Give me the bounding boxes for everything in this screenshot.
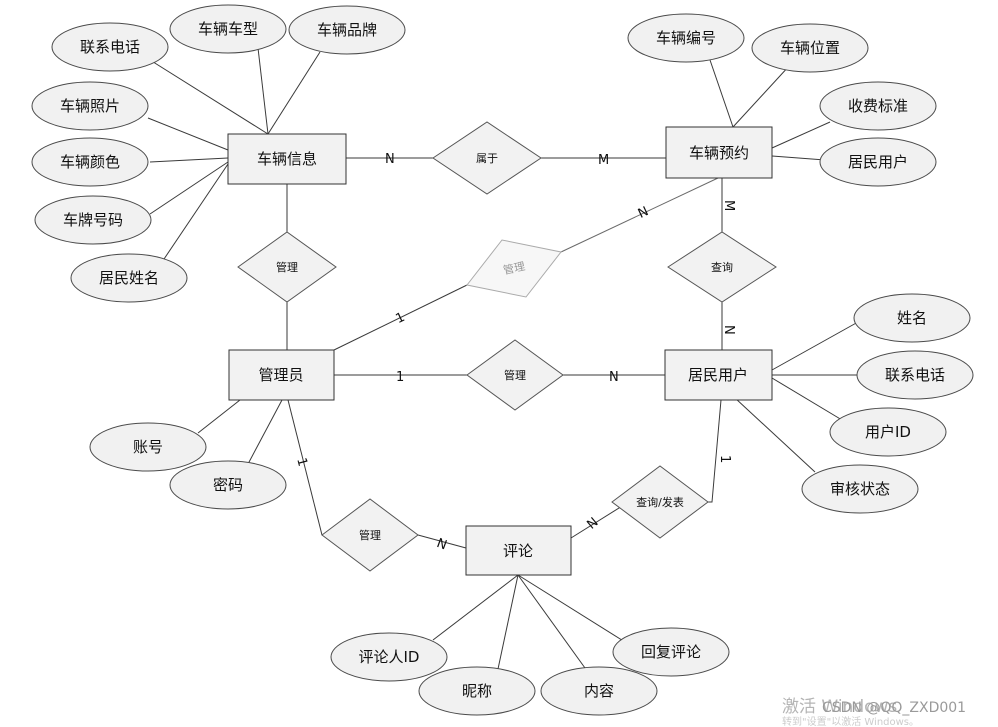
svg-text:密码: 密码 <box>213 476 243 494</box>
svg-text:内容: 内容 <box>584 682 614 700</box>
svg-text:居民姓名: 居民姓名 <box>99 269 159 287</box>
svg-text:联系电话: 联系电话 <box>80 38 140 56</box>
relationship-label: 管理 <box>504 368 526 382</box>
relationship-manage-vehicle[interactable]: 管理 <box>237 231 337 303</box>
attribute-reply-comment: 回复评论 <box>612 627 730 677</box>
entity-label: 评论 <box>503 542 533 560</box>
svg-text:姓名: 姓名 <box>897 309 927 327</box>
relationship-label: 属于 <box>476 152 498 165</box>
svg-text:车辆车型: 车辆车型 <box>198 20 258 38</box>
relationship-label: 管理 <box>359 528 381 542</box>
relationship-manage-comment[interactable]: 管理 <box>321 498 419 572</box>
relationship-query-publish[interactable]: 查询/发表 <box>611 465 709 539</box>
relationship-label: 查询/发表 <box>636 495 684 509</box>
attribute-nickname: 昵称 <box>418 666 536 716</box>
svg-text:车辆颜色: 车辆颜色 <box>60 153 120 171</box>
entity-vehicle-booking[interactable]: 车辆预约 <box>665 126 773 179</box>
cardinality-label: 1 <box>393 310 407 327</box>
svg-text:车牌号码: 车牌号码 <box>63 211 123 229</box>
attribute-resident-name: 居民姓名 <box>70 253 188 303</box>
cardinality-label: N <box>385 152 395 167</box>
svg-text:车辆编号: 车辆编号 <box>656 29 716 47</box>
cardinality-label: M <box>721 200 736 211</box>
entity-resident[interactable]: 居民用户 <box>664 349 773 401</box>
cardinality-label: N <box>609 370 619 385</box>
attribute-vehicle-photo: 车辆照片 <box>31 81 149 131</box>
cardinality-label: N <box>636 204 651 222</box>
svg-text:账号: 账号 <box>133 438 163 456</box>
attribute-name: 姓名 <box>853 293 971 343</box>
svg-text:用户ID: 用户ID <box>865 423 911 441</box>
activation-hint: 转到"设置"以激活 Windows。 <box>782 715 919 727</box>
attribute-vehicle-phone: 联系电话 <box>51 22 169 72</box>
svg-text:评论人ID: 评论人ID <box>359 648 420 666</box>
relationship-query-booking[interactable]: 查询 <box>667 231 777 303</box>
attribute-booking-resident: 居民用户 <box>819 137 937 187</box>
attribute-plate-number: 车牌号码 <box>34 195 152 245</box>
entity-label: 车辆信息 <box>257 150 317 168</box>
cardinality-label: N <box>721 325 736 335</box>
relationship-belongs-to[interactable]: 属于 <box>432 121 542 195</box>
entity-comment[interactable]: 评论 <box>465 525 572 576</box>
svg-text:审核状态: 审核状态 <box>830 480 890 498</box>
attribute-content: 内容 <box>540 666 658 716</box>
attribute-vehicle-model: 车辆车型 <box>169 4 287 54</box>
attribute-password: 密码 <box>169 460 287 510</box>
attribute-review-status: 审核状态 <box>801 464 919 514</box>
entity-label: 车辆预约 <box>689 144 749 162</box>
connector-lines <box>147 47 860 670</box>
entity-vehicle-info[interactable]: 车辆信息 <box>227 133 347 185</box>
svg-text:回复评论: 回复评论 <box>641 643 701 661</box>
cardinality-label: 1 <box>293 456 310 468</box>
relationship-manage-resident[interactable]: 管理 <box>466 339 564 411</box>
attribute-vehicle-id: 车辆编号 <box>627 13 745 63</box>
attribute-account: 账号 <box>89 422 207 472</box>
svg-text:居民用户: 居民用户 <box>848 153 908 171</box>
svg-text:昵称: 昵称 <box>462 682 492 700</box>
relationship-label: 查询 <box>711 260 733 274</box>
relationship-manage-booking[interactable]: 管理 <box>466 239 562 298</box>
watermark: 激活 Windows CSDN @QQ_ZXD001 转到"设置"以激活 Win… <box>782 697 966 727</box>
svg-text:车辆品牌: 车辆品牌 <box>317 21 377 39</box>
attribute-vehicle-brand: 车辆品牌 <box>288 5 406 55</box>
attribute-vehicle-color: 车辆颜色 <box>31 137 149 187</box>
attribute-user-id: 用户ID <box>829 407 947 457</box>
svg-text:车辆照片: 车辆照片 <box>60 97 120 115</box>
csdn-watermark: CSDN @QQ_ZXD001 <box>822 700 966 716</box>
attribute-vehicle-location: 车辆位置 <box>751 23 869 73</box>
cardinality-label: 1 <box>396 370 404 385</box>
attribute-resident-phone: 联系电话 <box>856 350 974 400</box>
activation-watermark: 激活 Windows <box>782 697 897 717</box>
cardinality-label: N <box>435 536 449 553</box>
entity-label: 管理员 <box>258 366 303 384</box>
attribute-commenter-id: 评论人ID <box>330 632 448 682</box>
svg-text:联系电话: 联系电话 <box>885 366 945 384</box>
cardinality-label: 1 <box>717 455 732 463</box>
relationship-label: 管理 <box>502 259 526 277</box>
svg-text:车辆位置: 车辆位置 <box>780 39 840 57</box>
attribute-fee-standard: 收费标准 <box>819 81 937 131</box>
entity-label: 居民用户 <box>688 366 748 384</box>
entity-admin[interactable]: 管理员 <box>228 349 335 401</box>
cardinality-label: M <box>598 153 609 168</box>
relationship-label: 管理 <box>276 260 298 274</box>
svg-text:收费标准: 收费标准 <box>848 97 908 115</box>
cardinality-label: N <box>584 515 601 533</box>
